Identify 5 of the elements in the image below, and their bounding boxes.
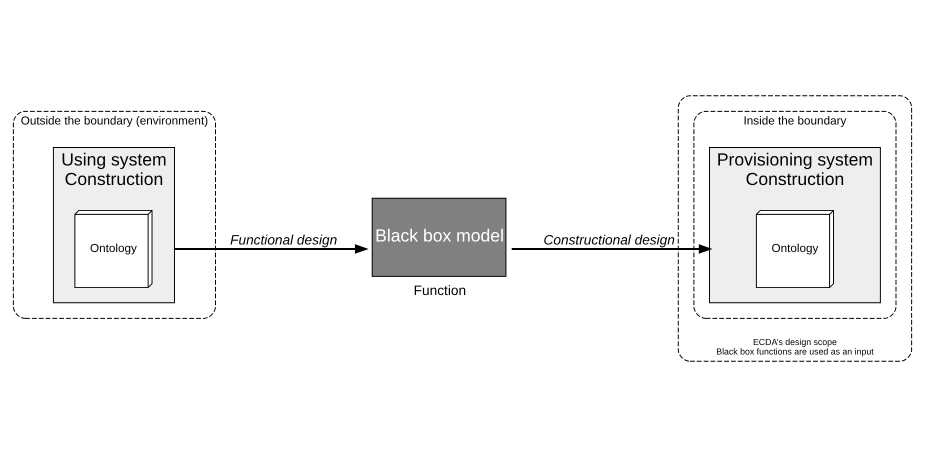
arrow — [174, 244, 369, 254]
arrow — [512, 244, 712, 254]
node-label: Function — [414, 282, 466, 298]
edge-label: Functional design — [230, 232, 338, 247]
edge-label: Constructional design — [544, 232, 675, 247]
